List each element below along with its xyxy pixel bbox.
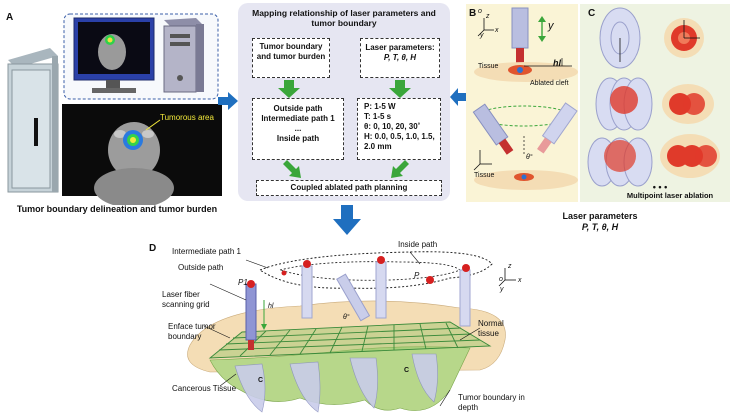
- laser-caption-line1: Laser parameters: [562, 211, 638, 221]
- theta-label: θ°: [526, 154, 533, 161]
- axes-icon: [498, 268, 516, 287]
- intermediate-path-label: Intermediate path 1: [172, 247, 241, 256]
- tumor-boundary-box: Tumor boundary and tumor burden: [252, 38, 330, 78]
- panel-b-illustration: [472, 7, 578, 190]
- incubator-icon: [7, 48, 59, 193]
- path-ellipsis: ...: [294, 124, 302, 133]
- tissue-label-bottom: Tissue: [474, 172, 495, 179]
- tumorous-area-label: Tumorous area: [160, 113, 214, 122]
- coupled-path-text: Coupled ablated path planning: [290, 183, 408, 192]
- laser-parameters-symbols: P, T, θ, H: [383, 53, 417, 62]
- path-intermediate: Intermediate path 1: [261, 114, 335, 123]
- y-movement-label: y: [548, 20, 554, 32]
- path-inside: Inside path: [276, 134, 320, 143]
- panel-a-caption: Tumor boundary delineation and tumor bur…: [16, 204, 218, 214]
- hl-label: hl: [553, 58, 561, 68]
- c-label-2: C: [404, 367, 410, 374]
- axis-y-label: y: [480, 32, 484, 39]
- scanning-grid-label: Laser fiber scanning grid: [162, 290, 210, 309]
- inside-path-label: Inside path: [398, 240, 438, 249]
- axes-icon: [473, 150, 492, 171]
- tumor-boundary-text: Tumor boundary and tumor burden: [256, 42, 326, 61]
- d-axis-x: x: [518, 277, 522, 284]
- param-height-cont: 2.0 mm: [364, 142, 392, 151]
- panel-a-illustration: [7, 13, 222, 205]
- d-axis-o: o: [499, 276, 503, 283]
- laser-parameters-box: Laser parameters: P, T, θ, H: [360, 38, 440, 78]
- arrow-down-icon: [278, 80, 300, 98]
- d-hl-label: hl: [268, 303, 274, 310]
- axis-z-label: z: [486, 13, 490, 20]
- panel-d-illustration: [187, 251, 516, 413]
- laser-caption-line2: P, T, θ, H: [581, 222, 619, 232]
- laser-parameters-title: Laser parameters:: [365, 43, 435, 52]
- arrow-right-icon: [218, 92, 238, 110]
- panel-d-letter: D: [149, 243, 157, 254]
- normal-tissue-label: Normal tissue: [478, 319, 504, 338]
- arrow-down-icon: [333, 205, 361, 235]
- monitor-icon: [73, 17, 155, 93]
- panel-b-letter: B: [469, 8, 477, 19]
- mouse-fluorescence-image: [62, 104, 222, 205]
- param-values-box: P: 1-5 W T: 1-5 s θ: 0, 10, 20, 30˚ H: 0…: [357, 98, 441, 160]
- axis-o-label: o: [478, 8, 482, 15]
- multipoint-caption: Multipoint laser ablation: [626, 191, 714, 200]
- d-theta-label: θ°: [343, 314, 350, 321]
- param-time: T: 1-5 s: [364, 112, 392, 121]
- ablated-cleft-label: Ablated cleft: [530, 80, 569, 87]
- param-height: H: 0.0, 0.5, 1.0, 1.5,: [364, 132, 435, 141]
- param-angle: θ: 0, 10, 20, 30˚: [364, 122, 421, 131]
- arrow-down-icon: [389, 80, 411, 98]
- tumor-depth-label: Tumor boundary in depth: [458, 393, 525, 412]
- axes-icon: [477, 18, 494, 37]
- p1-label: P1: [238, 278, 248, 287]
- panel-a-letter: A: [6, 12, 14, 23]
- arrow-left-icon: [450, 88, 468, 106]
- arrow-down-left-icon: [391, 160, 409, 178]
- tissue-label-top: Tissue: [478, 63, 499, 70]
- computer-tower-icon: [163, 18, 204, 93]
- laser-fiber-icon: [245, 283, 257, 350]
- c-label-1: C: [258, 377, 264, 384]
- d-axis-y: y: [500, 286, 504, 293]
- outside-path-label: Outside path: [178, 263, 224, 272]
- panel-c-dots: • • •: [652, 182, 668, 192]
- arrow-down-right-icon: [283, 160, 301, 178]
- axis-x-label: x: [495, 27, 499, 34]
- paths-box: Outside path Intermediate path 1 ... Ins…: [252, 98, 344, 160]
- d-axis-z: z: [508, 263, 512, 270]
- p-label: P: [414, 271, 420, 280]
- path-outside: Outside path: [273, 104, 323, 113]
- panel-c-illustration: [587, 7, 720, 187]
- coupled-path-box: Coupled ablated path planning: [256, 180, 442, 196]
- panel-c-letter: C: [588, 8, 596, 19]
- param-power: P: 1-5 W: [364, 102, 396, 111]
- cancerous-tissue-label: Cancerous Tissue: [172, 384, 237, 393]
- center-title: Mapping relationship of laser parameters…: [252, 8, 436, 28]
- enface-boundary-label: Enface tumor boundary: [168, 322, 216, 341]
